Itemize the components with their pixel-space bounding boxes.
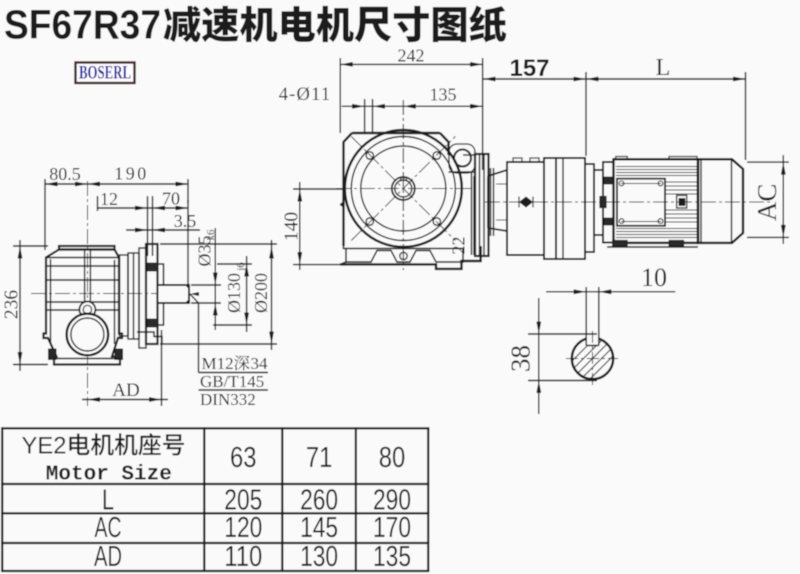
svg-text:236: 236 <box>2 290 23 320</box>
svg-text:135: 135 <box>373 541 411 573</box>
svg-text:120: 120 <box>224 512 262 544</box>
svg-text:SF67R37: SF67R37 <box>4 2 161 48</box>
svg-text:L: L <box>656 55 671 81</box>
svg-text:Ø200: Ø200 <box>251 273 271 313</box>
svg-text:135: 135 <box>430 85 457 105</box>
svg-text:j6: j6 <box>235 262 247 272</box>
svg-text:22: 22 <box>449 237 469 255</box>
svg-text:38: 38 <box>506 345 536 372</box>
svg-text:3.5: 3.5 <box>174 211 197 231</box>
svg-text:GB/T145: GB/T145 <box>200 372 264 391</box>
svg-text:M12: M12 <box>202 354 234 373</box>
svg-text:242: 242 <box>398 46 425 66</box>
svg-text:10: 10 <box>641 263 667 292</box>
svg-text:BOSERL: BOSERL <box>79 64 131 84</box>
svg-text:DIN332: DIN332 <box>200 390 256 409</box>
svg-text:140: 140 <box>282 212 303 241</box>
svg-text:80.5: 80.5 <box>49 164 81 184</box>
svg-text:157: 157 <box>509 55 549 82</box>
svg-text:63: 63 <box>230 442 257 474</box>
svg-text:290: 290 <box>373 485 411 517</box>
svg-text:130: 130 <box>300 541 338 573</box>
svg-text:190: 190 <box>114 164 149 184</box>
svg-text:34: 34 <box>251 354 269 373</box>
svg-text:71: 71 <box>306 442 333 474</box>
svg-text:AC: AC <box>95 512 122 544</box>
svg-text:145: 145 <box>300 512 338 544</box>
svg-text:12: 12 <box>100 189 118 209</box>
svg-text:AD: AD <box>112 380 139 401</box>
svg-text:70: 70 <box>162 189 180 209</box>
svg-text:Motor Size: Motor Size <box>46 464 172 487</box>
svg-text:Ø35: Ø35 <box>195 236 215 267</box>
svg-text:110: 110 <box>224 541 262 573</box>
svg-text:AD: AD <box>94 541 122 573</box>
svg-text:L: L <box>102 485 114 517</box>
svg-text:Ø130: Ø130 <box>224 273 244 313</box>
svg-text:AC: AC <box>752 184 782 222</box>
svg-text:4-Ø11: 4-Ø11 <box>279 85 332 105</box>
svg-text:80: 80 <box>379 442 406 474</box>
svg-text:k6: k6 <box>205 229 217 241</box>
svg-text:170: 170 <box>373 512 411 544</box>
svg-text:205: 205 <box>224 485 262 517</box>
svg-text:YE2: YE2 <box>22 433 67 460</box>
svg-text:260: 260 <box>300 485 338 517</box>
